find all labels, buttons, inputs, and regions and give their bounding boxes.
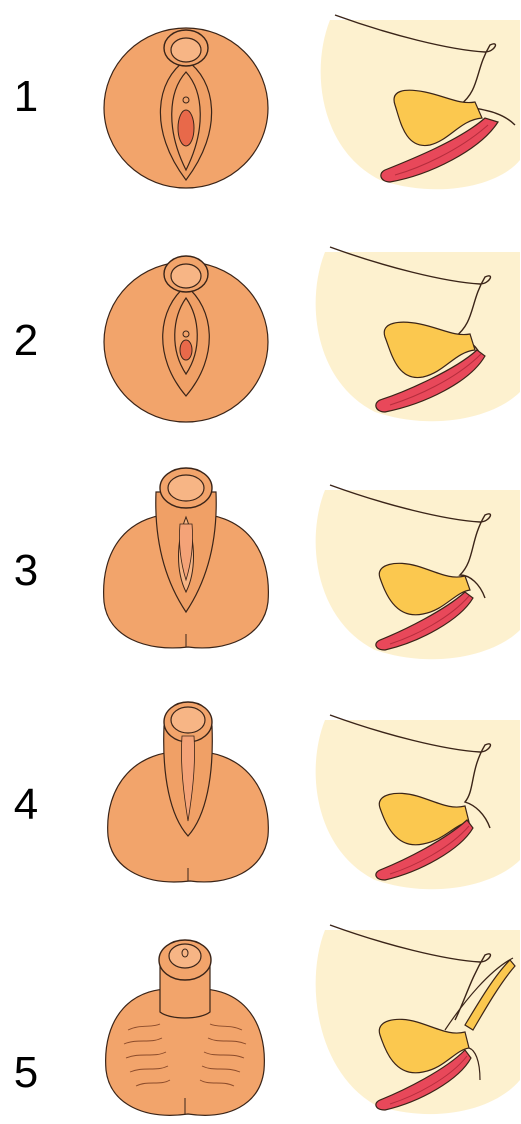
sagittal-section-5 (305, 920, 520, 1120)
stage-number-1: 1 (6, 72, 46, 122)
stage-number-2: 2 (6, 316, 46, 366)
external-genitalia-3 (96, 462, 276, 658)
stage-number-4: 4 (6, 780, 46, 830)
stage-row-2: 2 (0, 232, 521, 432)
sagittal-section-1 (310, 10, 520, 190)
sagittal-section-4 (305, 710, 520, 890)
external-genitalia-4 (100, 696, 276, 890)
stage-row-4: 4 (0, 690, 521, 890)
stage-row-1: 1 (0, 0, 521, 200)
external-genitalia-5 (100, 920, 270, 1120)
stage-number-5: 5 (6, 1048, 46, 1098)
stage-row-5: 5 (0, 920, 521, 1120)
external-genitalia-1 (96, 20, 276, 190)
sagittal-section-3 (305, 480, 520, 660)
stage-number-3: 3 (6, 546, 46, 596)
stage-row-3: 3 (0, 460, 521, 660)
sagittal-section-2 (305, 242, 520, 422)
external-genitalia-2 (96, 246, 276, 426)
